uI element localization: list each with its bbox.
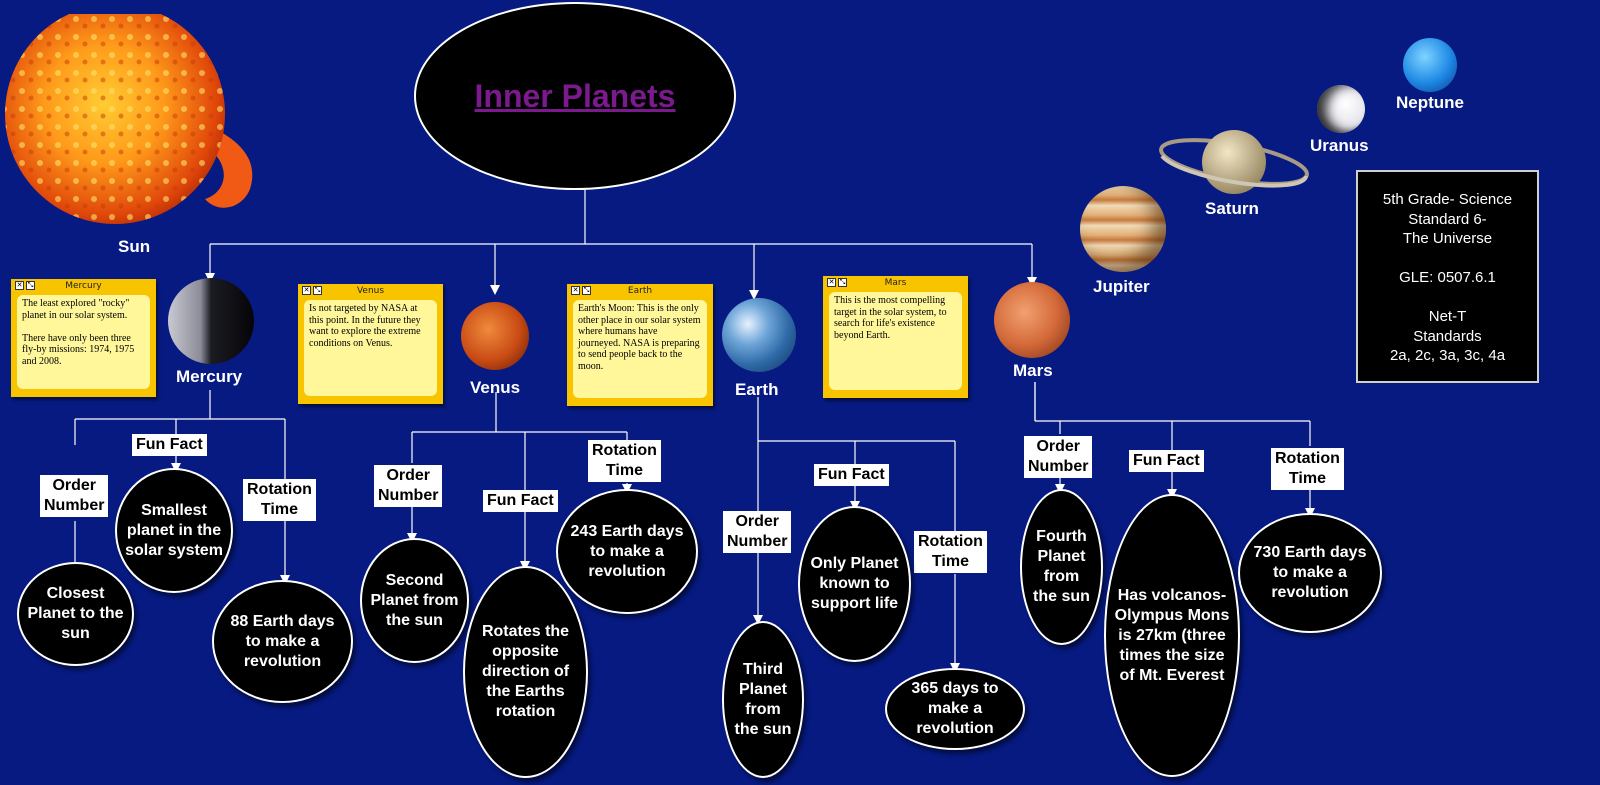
note-text: Earth's Moon: This is the only other pla… [573, 300, 707, 398]
mars-note: ✕ ⤡ Mars This is the most compelling tar… [823, 276, 968, 398]
standards-line: GLE: 0507.6.1 [1399, 269, 1496, 286]
standards-line: Net-T [1428, 308, 1467, 325]
mercury-rotation-label: Rotation Time [243, 479, 316, 521]
venus-rotation-label: Rotation Time [588, 440, 661, 482]
mars-rotation-value: 730 Earth days to make a revolution [1238, 513, 1382, 633]
resize-icon[interactable]: ⤡ [26, 281, 35, 290]
note-title: Mercury [65, 281, 102, 291]
earth-order-value: Third Planet from the sun [722, 621, 804, 778]
mars-rotation-label: Rotation Time [1271, 448, 1344, 490]
mercury-fun-value: Smallest planet in the solar system [115, 468, 233, 593]
note-text: The least explored "rocky" planet in our… [17, 295, 150, 389]
mercury-image [168, 278, 254, 364]
mercury-order-label: Order Number [40, 475, 109, 517]
saturn-image [1158, 126, 1310, 198]
venus-order-value: Second Planet from the sun [360, 538, 469, 663]
neptune-image [1403, 38, 1457, 92]
close-icon[interactable]: ✕ [827, 278, 836, 287]
mars-fun-label: Fun Fact [1129, 450, 1204, 472]
page-title: Inner Planets [474, 77, 676, 114]
uranus-image [1317, 85, 1365, 133]
standards-line: 2a, 2c, 3a, 3c, 4a [1389, 347, 1506, 364]
standards-line: Standard 6- [1408, 210, 1487, 228]
standards-line [1358, 249, 1537, 269]
sun-image [0, 4, 270, 224]
mars-image [994, 282, 1070, 358]
venus-order-label: Order Number [374, 465, 443, 507]
resize-icon[interactable]: ⤡ [838, 278, 847, 287]
sun-label: Sun [118, 237, 151, 256]
jupiter-label: Jupiter [1093, 277, 1150, 296]
venus-image [461, 302, 529, 370]
mars-order-value: Fourth Planet from the sun [1020, 489, 1103, 645]
note-title: Venus [356, 286, 385, 296]
earth-label: Earth [735, 380, 779, 399]
jupiter-image [1080, 186, 1166, 272]
uranus-label: Uranus [1310, 136, 1369, 155]
venus-note: ✕ ⤡ Venus Is not targeted by NASA at thi… [298, 284, 443, 404]
earth-fun-label: Fun Fact [814, 464, 889, 486]
note-text: This is the most compelling target in th… [829, 292, 962, 390]
mercury-rotation-value: 88 Earth days to make a revolution [212, 580, 353, 703]
close-icon[interactable]: ✕ [302, 286, 311, 295]
mercury-note: ✕ ⤡ Mercury The least explored "rocky" p… [11, 279, 156, 397]
venus-fun-label: Fun Fact [483, 490, 558, 512]
mercury-order-value: Closest Planet to the sun [17, 562, 134, 666]
standards-line: The Universe [1402, 230, 1493, 247]
close-icon[interactable]: ✕ [571, 286, 580, 295]
standards-line: 5th Grade- Science [1382, 191, 1513, 208]
earth-fun-value: Only Planet known to support life [798, 506, 911, 662]
resize-icon[interactable]: ⤡ [313, 286, 322, 295]
resize-icon[interactable]: ⤡ [582, 286, 591, 295]
note-title: Mars [884, 278, 907, 288]
earth-order-label: Order Number [723, 511, 792, 553]
venus-rotation-value: 243 Earth days to make a revolution [556, 489, 698, 614]
mars-label: Mars [1013, 361, 1053, 380]
mars-order-label: Order Number [1024, 436, 1093, 478]
venus-fun-value: Rotates the opposite direction of the Ea… [463, 566, 588, 778]
earth-image [722, 298, 796, 372]
standards-line [1358, 288, 1537, 308]
note-title: Earth [627, 286, 653, 296]
earth-rotation-value: 365 days to make a revolution [885, 668, 1025, 750]
mars-fun-value: Has volcanos- Olympus Mons is 27km (thre… [1104, 494, 1240, 777]
neptune-label: Neptune [1396, 93, 1464, 112]
mercury-label: Mercury [176, 367, 243, 386]
close-icon[interactable]: ✕ [15, 281, 24, 290]
earth-note: ✕ ⤡ Earth Earth's Moon: This is the only… [567, 284, 713, 406]
title-node: Inner Planets [414, 2, 736, 190]
standards-line: Standards [1413, 327, 1482, 345]
saturn-label: Saturn [1205, 199, 1259, 218]
note-text: Is not targeted by NASA at this point. I… [304, 300, 437, 396]
mercury-fun-label: Fun Fact [132, 434, 207, 456]
earth-rotation-label: Rotation Time [914, 531, 987, 573]
venus-label: Venus [470, 378, 521, 397]
standards-box: 5th Grade- Science Standard 6- The Unive… [1356, 170, 1539, 383]
